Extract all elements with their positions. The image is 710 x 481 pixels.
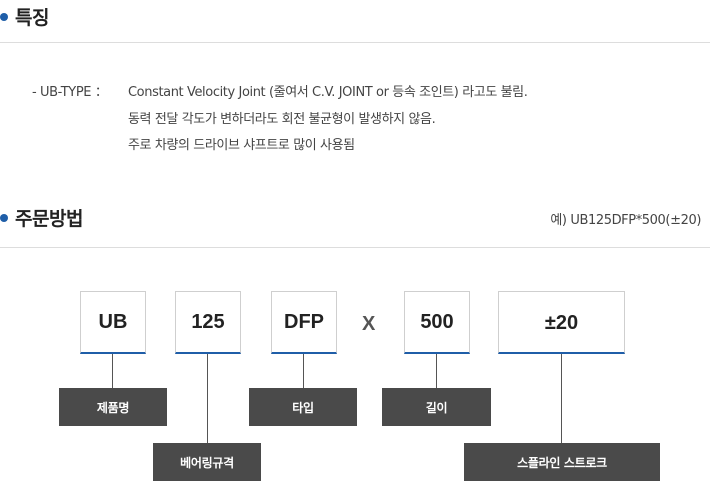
connector-line (112, 354, 113, 388)
tag-type: 타입 (249, 388, 357, 426)
features-title: 특징 (15, 7, 49, 29)
order-title: 주문방법 (15, 208, 83, 230)
code-box-stroke: ±20 (498, 291, 625, 354)
tag-product-name: 제품명 (59, 388, 167, 426)
feature-type-label: - UB-TYPE ： (32, 85, 108, 100)
feature-line: Constant Velocity Joint (줄여서 C.V. JOINT … (128, 85, 528, 100)
divider (0, 247, 710, 248)
tag-length: 길이 (382, 388, 491, 426)
code-box-product: UB (80, 291, 146, 354)
order-example: 예) UB125DFP*500(±20) (550, 213, 701, 228)
code-box-length: 500 (404, 291, 470, 354)
connector-line (303, 354, 304, 388)
connector-line (561, 354, 562, 443)
connector-line (436, 354, 437, 388)
code-box-bearing: 125 (175, 291, 241, 354)
divider (0, 42, 710, 43)
connector-line (207, 354, 208, 443)
feature-line: 주로 차량의 드라이브 샤프트로 많이 사용됨 (128, 138, 355, 153)
bullet-dot-icon (0, 12, 8, 21)
tag-bearing-spec: 베어링규격 (153, 443, 261, 481)
bullet-dot-icon (0, 213, 8, 222)
tag-spline-stroke: 스플라인 스트로크 (464, 443, 660, 481)
code-box-type: DFP (271, 291, 337, 354)
features-heading: 특징 (0, 3, 49, 30)
feature-line: 동력 전달 각도가 변하더라도 회전 불균형이 발생하지 않음. (128, 112, 436, 127)
order-heading: 주문방법 (0, 204, 83, 231)
multiply-separator: X (362, 313, 376, 335)
